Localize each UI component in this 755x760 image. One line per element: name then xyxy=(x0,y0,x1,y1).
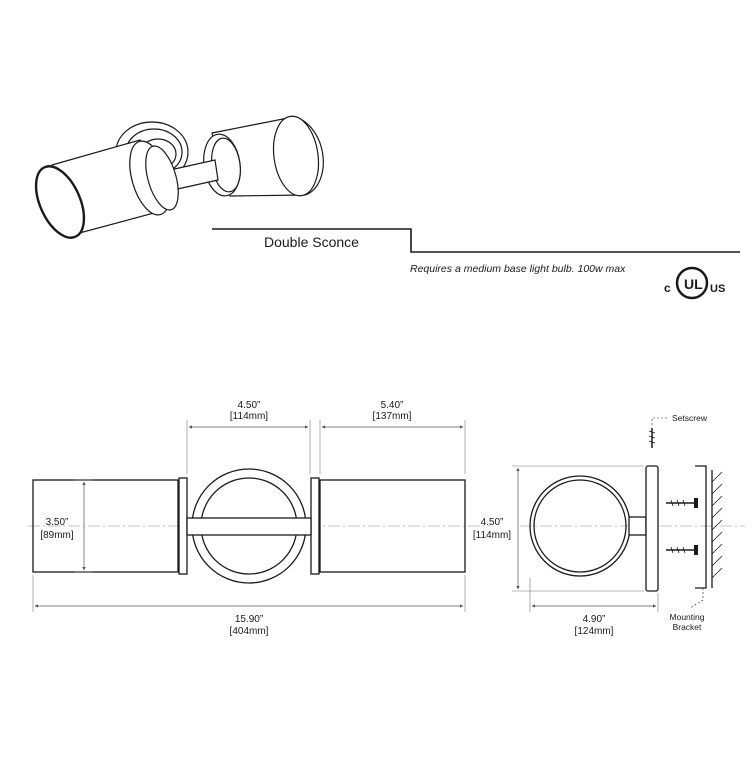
cylinder-diameter-mm: [89mm] xyxy=(40,530,74,541)
product-name: Double Sconce xyxy=(264,234,359,250)
c-mark: c xyxy=(664,281,671,295)
cylinder-length-inch: 5.40” xyxy=(381,400,404,411)
projection-mm: [124mm] xyxy=(575,626,614,637)
setscrew-icon xyxy=(648,428,656,448)
mounting-screw-icon xyxy=(666,545,698,555)
right-cylinder xyxy=(319,479,466,573)
perspective-illustration xyxy=(34,115,324,239)
overall-width-inch: 15.90” xyxy=(235,614,263,625)
right-cylinder-illustration xyxy=(203,115,324,197)
center-to-center-mm: [114mm] xyxy=(230,411,268,422)
left-cylinder-illustration xyxy=(34,139,179,239)
cylinder-end-inner xyxy=(533,479,627,573)
overall-width-mm: [404mm] xyxy=(230,626,269,637)
front-elevation: 4.50” [114mm] 5.40” [137mm] 3.50” [89mm]… xyxy=(28,400,490,637)
mounting-bracket-label-line1: Mounting xyxy=(670,612,705,622)
setscrew-label: Setscrew xyxy=(672,413,708,423)
ul-mark: UL xyxy=(684,276,703,292)
setscrew-leader xyxy=(651,417,668,425)
connecting-arm xyxy=(186,517,312,536)
projection-inch: 4.90” xyxy=(583,614,606,625)
mounting-screw-icon xyxy=(666,498,698,508)
mounting-bracket-leader xyxy=(689,588,704,609)
side-backplate xyxy=(645,465,659,592)
cylinder-diameter-inch: 3.50” xyxy=(46,517,69,528)
us-mark: US xyxy=(710,283,725,295)
side-height-inch: 4.50” xyxy=(481,517,504,528)
wall-hatch xyxy=(711,470,723,588)
title-step-line xyxy=(212,228,740,253)
cul-listing-mark: c UL US xyxy=(664,266,725,300)
side-height-mm: [114mm] xyxy=(473,530,511,541)
bulb-requirement-note: Requires a medium base light bulb. 100w … xyxy=(410,263,626,275)
center-to-center-inch: 4.50” xyxy=(238,400,261,411)
mounting-bracket xyxy=(695,465,707,589)
cylinder-length-mm: [137mm] xyxy=(373,411,412,422)
mounting-bracket-label-line2: Bracket xyxy=(673,622,702,632)
side-arm xyxy=(628,516,647,536)
right-cylinder-cap xyxy=(310,477,320,575)
left-cylinder-cap xyxy=(178,477,188,575)
left-cylinder xyxy=(32,479,179,573)
side-elevation: Setscrew xyxy=(473,413,745,637)
ul-logo-circle xyxy=(675,266,709,300)
